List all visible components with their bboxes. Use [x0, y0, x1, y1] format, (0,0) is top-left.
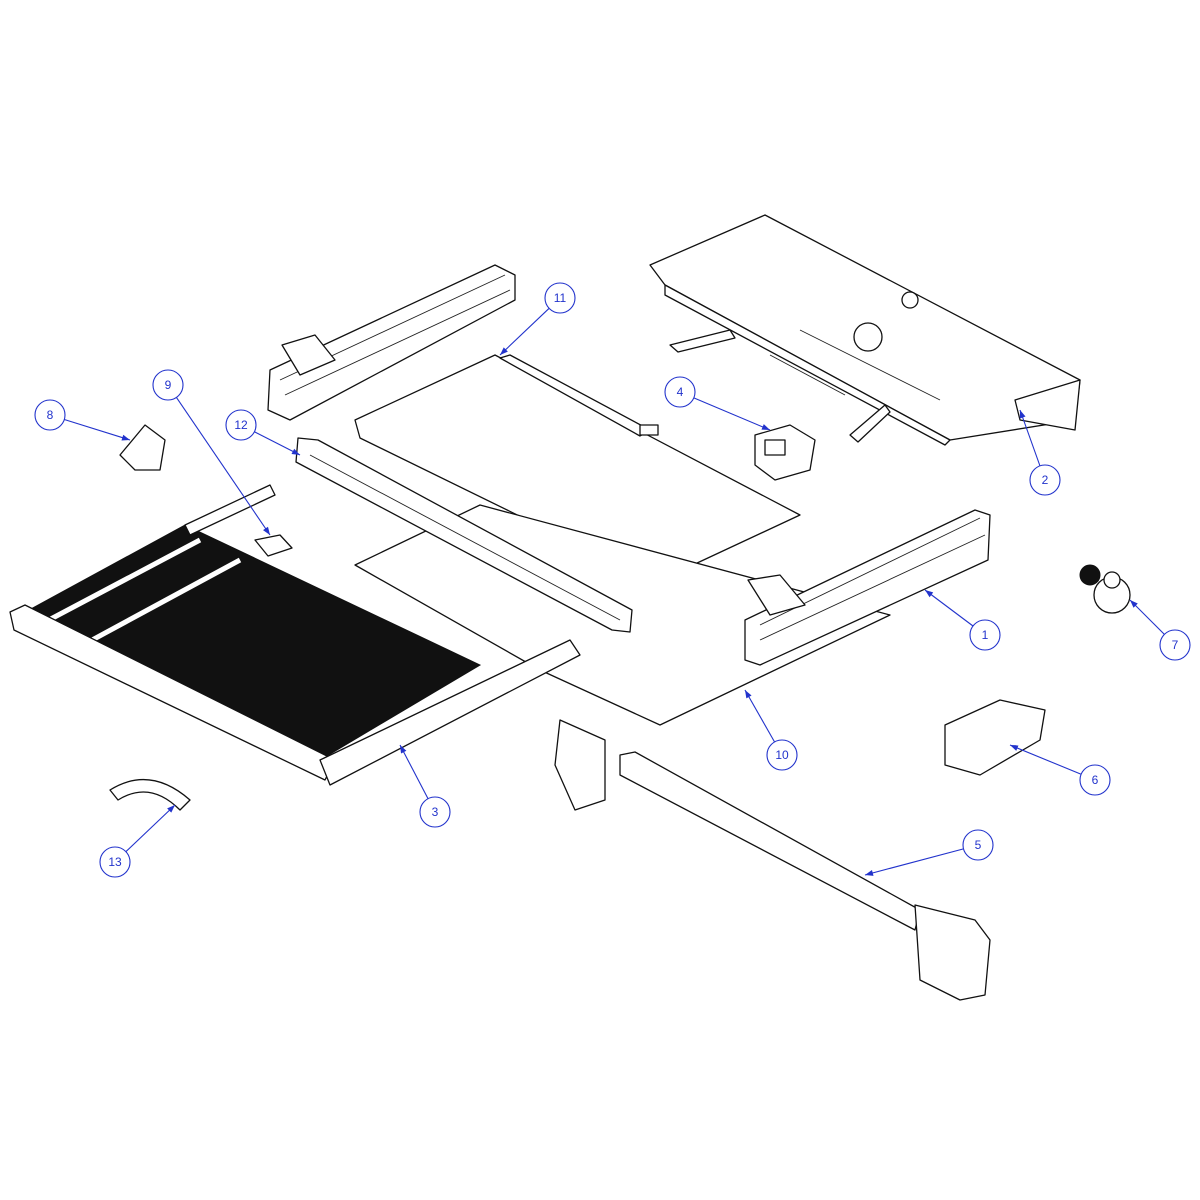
leader-line [64, 418, 131, 441]
callout-5: 5 [864, 829, 994, 876]
callout-bubble [969, 619, 1001, 651]
leader-line [864, 848, 964, 876]
callout-3: 3 [399, 744, 451, 828]
callout-bubble [1159, 629, 1191, 661]
leader-line [744, 689, 776, 743]
arrowhead-icon [745, 690, 752, 699]
part-clip [254, 534, 293, 557]
arrowhead-icon [865, 870, 874, 876]
callout-7: 7 [1129, 599, 1191, 661]
arrowhead-icon [167, 805, 175, 813]
leader-line [125, 804, 176, 853]
callout-number: 1 [982, 628, 989, 642]
part-bracket [119, 424, 166, 471]
callout-bubble [99, 846, 131, 878]
callout-8: 8 [34, 399, 131, 441]
leader-line [1009, 744, 1082, 775]
leader-line [499, 307, 550, 356]
callout-bubble [419, 796, 451, 828]
part-front-cover-bar [554, 719, 991, 1001]
callout-bubble [34, 399, 66, 431]
arrowhead-icon [121, 434, 130, 441]
callout-4: 4 [664, 376, 771, 431]
callout-2: 2 [1019, 409, 1061, 496]
callout-bubble [1029, 464, 1061, 496]
callout-10: 10 [744, 689, 798, 771]
callout-number: 8 [47, 408, 54, 422]
arrowhead-icon [500, 347, 508, 355]
callout-12: 12 [225, 409, 301, 456]
arrowhead-icon [1010, 745, 1019, 751]
callout-13: 13 [99, 804, 176, 878]
callout-bubble [544, 282, 576, 314]
callout-number: 6 [1092, 773, 1099, 787]
callout-bubble [1079, 764, 1111, 796]
arrowhead-icon [1130, 600, 1138, 608]
leader-line [1019, 409, 1041, 467]
callout-number: 2 [1042, 473, 1049, 487]
part-drive-motor [944, 699, 1046, 776]
arrowhead-icon [263, 526, 270, 535]
part-control-box [754, 424, 816, 481]
part-step-platform [9, 484, 581, 786]
part-gear-set [1079, 564, 1131, 614]
part-cable-guide [109, 778, 191, 811]
callout-number: 4 [677, 385, 684, 399]
part-cross-member [295, 437, 633, 633]
callout-number: 9 [165, 378, 172, 392]
part-right-slide-rail [744, 509, 991, 666]
callout-bubble [962, 829, 994, 861]
callout-9: 9 [152, 369, 271, 536]
arrowhead-icon [761, 424, 770, 430]
arrowhead-icon [925, 590, 934, 598]
callout-number: 10 [775, 748, 789, 762]
leader-line [924, 589, 974, 627]
leader-line [399, 744, 429, 799]
leader-line [1129, 599, 1165, 635]
callout-11: 11 [499, 282, 576, 356]
callout-1: 1 [924, 589, 1001, 651]
callout-bubble [225, 409, 257, 441]
callout-bubble [664, 376, 696, 408]
part-mounting-frame [649, 214, 1081, 446]
callout-number: 7 [1172, 638, 1179, 652]
callout-bubble [766, 739, 798, 771]
arrowhead-icon [1019, 410, 1026, 419]
callout-6: 6 [1009, 744, 1111, 796]
callout-number: 5 [975, 838, 982, 852]
leader-line [175, 397, 271, 536]
callout-bubble [152, 369, 184, 401]
leader-line [693, 397, 771, 431]
callout-number: 3 [432, 805, 439, 819]
callout-number: 12 [234, 418, 248, 432]
arrowhead-icon [400, 745, 407, 754]
callout-number: 13 [108, 855, 122, 869]
callout-number: 11 [554, 291, 567, 305]
arrowhead-icon [291, 448, 300, 455]
part-left-slide-rail [267, 264, 516, 421]
leader-line [254, 431, 301, 456]
